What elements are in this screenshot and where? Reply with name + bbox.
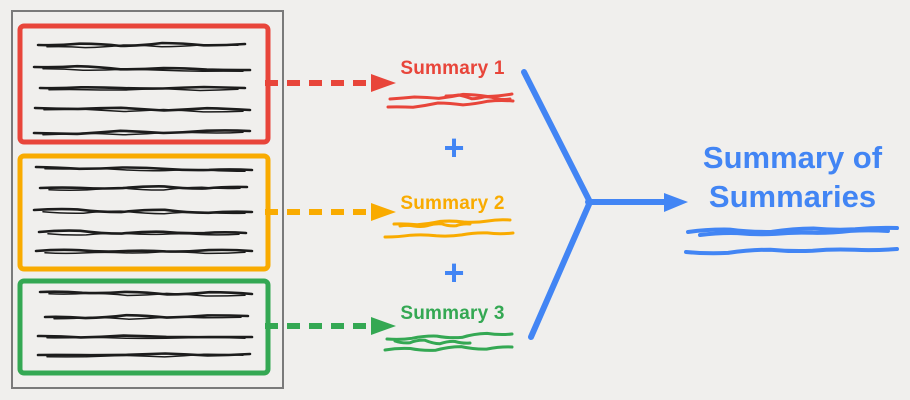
- summary-2-dashed-arrow: [265, 203, 396, 221]
- summary-3-dashed-arrow: [265, 317, 396, 335]
- plus-operator-1: +: [443, 127, 465, 168]
- merge-arrow: [521, 69, 688, 340]
- summary-2-label: Summary 2: [400, 193, 505, 214]
- document-section-1-box: [17, 23, 271, 145]
- section-1-text-scribbles: [32, 41, 252, 136]
- summary-of-summaries-label: Summary of Summaries: [702, 140, 883, 214]
- summary-3-underline-scribble: [383, 331, 514, 352]
- summary-1-label: Summary 1: [400, 58, 505, 79]
- section-2-text-scribbles: [32, 165, 254, 255]
- section-3-text-scribbles: [36, 290, 254, 358]
- summary-3-label: Summary 3: [400, 303, 505, 324]
- summary-1-underline-scribble: [386, 92, 515, 109]
- arrowhead-icon: [664, 193, 688, 212]
- summary-2-underline-scribble: [383, 218, 515, 239]
- arrowhead-icon: [371, 317, 396, 335]
- plus-operator-2: +: [443, 252, 465, 293]
- document-outline: [11, 10, 284, 389]
- arrowhead-icon: [371, 203, 396, 221]
- arrowhead-icon: [371, 74, 396, 92]
- result-underline-scribble: [684, 225, 899, 256]
- summary-1-dashed-arrow: [265, 74, 396, 92]
